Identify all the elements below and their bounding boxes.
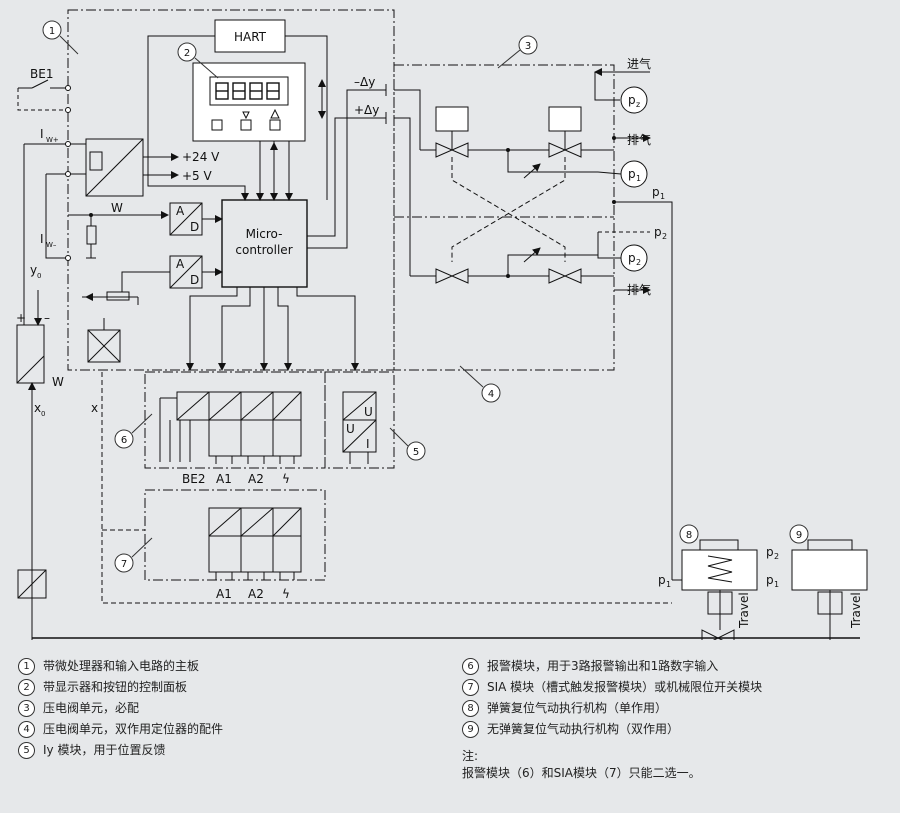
iy-u-label: U xyxy=(364,405,373,419)
callout-3: 3 xyxy=(525,41,531,52)
iy-i-label: I xyxy=(366,437,370,451)
be1-label: BE1 xyxy=(30,67,53,81)
w-label: W xyxy=(111,201,123,215)
p2-gauge-sub: 2 xyxy=(636,258,641,267)
piezo-valve-outline xyxy=(393,64,615,371)
be2-label: BE2 xyxy=(182,472,205,486)
pz-sub: z xyxy=(636,100,640,109)
p1-line-label: p xyxy=(652,185,660,199)
a1-sia-label: A1 xyxy=(216,587,232,601)
p2-act9-label: p xyxy=(766,545,774,559)
p2-line-label: p xyxy=(654,225,662,239)
block-diagram: 1 2 3 4 5 6 7 8 9 HART BE1 I W+ I W– y 0… xyxy=(16,9,868,640)
x0-sub: 0 xyxy=(41,410,45,418)
callout-8: 8 xyxy=(686,530,692,541)
ad-a-label: A xyxy=(176,204,185,218)
iy-u2-label: U xyxy=(346,422,355,436)
callout-6: 6 xyxy=(121,435,127,446)
p1-act8-label: p xyxy=(658,573,666,587)
y0-label: y xyxy=(30,263,37,277)
micro-label-2: controller xyxy=(235,243,292,257)
footnote-title: 注: xyxy=(462,749,479,763)
v5-label: +5 V xyxy=(182,169,213,183)
travel-9-label: Travel xyxy=(849,592,863,629)
inlet-label: 进气 xyxy=(627,56,651,71)
actuator-9 xyxy=(791,549,868,591)
x0-label: x xyxy=(34,401,41,415)
iy-module-outline xyxy=(324,371,395,469)
p2-line-sub: 2 xyxy=(662,232,667,241)
a2-label: A2 xyxy=(248,472,264,486)
callout-4: 4 xyxy=(488,389,494,400)
x-label: x xyxy=(91,401,98,415)
p1-gauge-sub: 1 xyxy=(636,174,641,183)
p1-act9-label: p xyxy=(766,573,774,587)
ad-d-label: D xyxy=(190,220,199,234)
exhaust1-label: 排气 xyxy=(627,132,651,147)
callout-2: 2 xyxy=(184,48,190,59)
iw-minus-label: I xyxy=(40,232,44,246)
actuator-8 xyxy=(681,549,758,591)
callout-7: 7 xyxy=(121,559,127,570)
footnote: 注: 报警模块（6）和SIA模块（7）只能二选一。 xyxy=(462,748,701,782)
dy-minus-label: –Δy xyxy=(354,75,375,89)
p1-act9-sub: 1 xyxy=(774,580,779,589)
callout-5: 5 xyxy=(413,447,419,458)
ad2-d-label: D xyxy=(190,273,199,287)
callout-1: 1 xyxy=(49,26,55,37)
a2-sia-label: A2 xyxy=(248,587,264,601)
callout-9: 9 xyxy=(796,530,802,541)
iw-plus-sub: W+ xyxy=(46,136,59,144)
plus-label: + xyxy=(16,311,26,325)
footnote-text: 报警模块（6）和SIA模块（7）只能二选一。 xyxy=(462,766,701,780)
iw-plus-label: I xyxy=(40,127,44,141)
w2-label: W xyxy=(52,375,64,389)
exhaust2-label: 排气 xyxy=(627,282,651,297)
ad2-a-label: A xyxy=(176,257,185,271)
p1-gauge-label: p xyxy=(628,167,636,181)
micro-label-1: Micro- xyxy=(246,227,283,241)
v24-label: +24 V xyxy=(182,150,220,164)
p1-act8-sub: 1 xyxy=(666,580,671,589)
travel-8-label: Travel xyxy=(737,592,751,629)
y0-sub: 0 xyxy=(37,272,41,280)
a1-label: A1 xyxy=(216,472,232,486)
dy-plus-label: +Δy xyxy=(354,103,379,117)
p2-gauge-label: p xyxy=(628,251,636,265)
sia-module-outline xyxy=(144,489,326,581)
p2-act9-sub: 2 xyxy=(774,552,779,561)
digital-label: ϟ xyxy=(282,472,290,486)
pz-label: p xyxy=(628,93,636,107)
p1-line-sub: 1 xyxy=(660,192,665,201)
minus-label: – xyxy=(44,311,50,325)
digital-sia-label: ϟ xyxy=(282,587,290,601)
hart-label: HART xyxy=(234,30,267,44)
iw-minus-sub: W– xyxy=(46,241,57,249)
